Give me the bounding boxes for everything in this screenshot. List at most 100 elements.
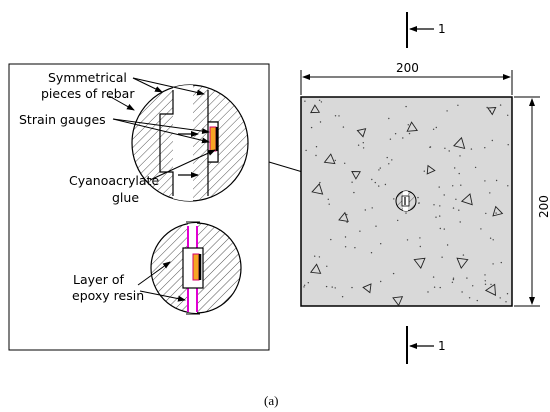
sand-speck	[485, 212, 487, 215]
sand-speck	[325, 285, 328, 288]
aggregate-particle	[310, 104, 321, 114]
sand-speck	[389, 138, 392, 140]
concrete-speckles	[303, 99, 509, 303]
sand-speck	[380, 243, 382, 245]
sand-speck	[439, 215, 441, 217]
sand-speck	[470, 148, 473, 150]
sand-speck	[432, 128, 435, 130]
sand-speck	[433, 204, 435, 206]
figure-caption: (a)	[264, 393, 278, 408]
sand-speck	[344, 246, 347, 248]
sand-speck	[375, 225, 377, 227]
section-mark-bottom: 1	[406, 326, 446, 364]
sand-speck	[359, 230, 361, 232]
sand-speck	[362, 147, 365, 149]
aggregate-particle	[413, 257, 426, 269]
sand-speck	[344, 162, 346, 164]
sand-speck	[446, 244, 449, 246]
aggregate-particle	[392, 296, 404, 307]
sand-speck	[435, 216, 437, 218]
sand-speck	[318, 99, 321, 102]
sand-speck	[380, 280, 382, 283]
sand-speck	[374, 181, 376, 184]
detail-panel: Symmetrical pieces of rebar Strain gauge…	[8, 63, 270, 351]
sand-speck	[446, 110, 448, 112]
sand-speck	[305, 149, 307, 152]
aggregate-particle	[362, 283, 372, 294]
sand-speck	[320, 101, 323, 103]
sand-speck	[507, 185, 509, 187]
sand-speck	[346, 221, 348, 223]
aggregate-particle	[426, 164, 436, 175]
sand-speck	[388, 117, 390, 120]
sand-speck	[303, 286, 305, 288]
sand-speck	[441, 256, 443, 258]
sand-speck	[439, 227, 441, 230]
sand-speck	[427, 291, 429, 293]
sand-speck	[371, 178, 373, 181]
sand-speck	[451, 281, 454, 283]
sand-speck	[315, 154, 317, 157]
sand-speck	[443, 194, 445, 196]
sand-speck	[406, 239, 409, 241]
sand-speck	[458, 209, 460, 211]
sand-speck	[310, 126, 313, 129]
sand-speck	[492, 239, 494, 241]
sand-speck	[492, 263, 494, 265]
sand-speck	[448, 150, 450, 152]
sand-speck	[328, 203, 330, 205]
sand-speck	[489, 237, 492, 239]
sand-speck	[461, 291, 463, 293]
sand-speck	[484, 147, 486, 149]
sand-speck	[468, 297, 471, 299]
sand-speck	[392, 272, 395, 275]
aggregate-particle	[311, 183, 324, 195]
sand-speck	[334, 287, 336, 289]
sand-speck	[439, 205, 441, 207]
sand-speck	[500, 261, 502, 264]
sand-speck	[480, 228, 482, 230]
strain-gauge-2	[192, 253, 200, 281]
section-mark-top: 1	[406, 12, 446, 48]
dimension-height: 200	[514, 96, 550, 307]
sand-speck	[419, 245, 421, 248]
sand-speck	[452, 207, 455, 209]
sand-speck	[452, 277, 455, 279]
dimension-height-label: 200	[537, 195, 550, 218]
sand-speck	[495, 179, 498, 182]
sand-speck	[378, 185, 380, 187]
sand-speck	[379, 167, 381, 169]
section-label-bottom: 1	[438, 339, 446, 353]
sand-speck	[407, 124, 409, 126]
sand-speck	[484, 274, 486, 276]
sand-speck	[505, 301, 507, 303]
aggregate-particle	[453, 136, 466, 150]
aggregate-particle	[484, 283, 497, 296]
sand-speck	[438, 186, 440, 188]
sand-speck	[462, 254, 465, 256]
aggregate-particle	[338, 211, 349, 222]
sand-speck	[371, 207, 373, 209]
sand-speck	[439, 286, 441, 289]
aggregate-particle	[351, 171, 361, 180]
sand-speck	[370, 252, 373, 254]
sand-speck	[419, 237, 421, 239]
sand-speck	[484, 280, 486, 282]
sand-speck	[499, 297, 501, 299]
rebar-detail-bottom	[150, 221, 242, 315]
label-strain-gauges: Strain gauges	[19, 112, 106, 127]
sand-speck	[466, 277, 468, 279]
sand-speck	[386, 156, 388, 159]
concrete-aggregates	[309, 104, 504, 307]
sand-speck	[388, 163, 390, 165]
sand-speck	[429, 146, 432, 148]
sand-speck	[455, 198, 457, 200]
sand-speck	[460, 184, 462, 186]
aggregate-particle	[492, 205, 504, 217]
sand-speck	[489, 192, 491, 194]
aggregate-particle	[406, 121, 419, 132]
sand-speck	[443, 228, 445, 230]
sand-speck	[344, 236, 347, 238]
label-glue-line1: Cyanoacrylate	[69, 173, 159, 188]
